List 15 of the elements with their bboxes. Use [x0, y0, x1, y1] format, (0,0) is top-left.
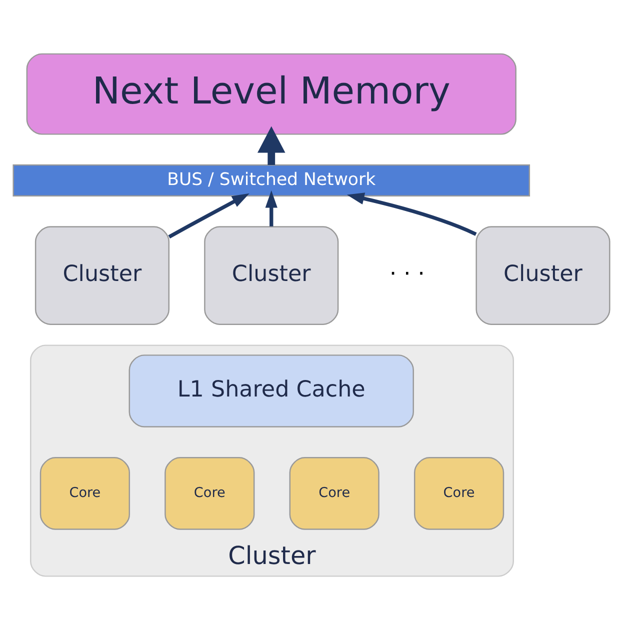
node-box: Cluster: [204, 226, 339, 324]
node-box: Core: [40, 456, 130, 530]
label: · · ·: [390, 260, 425, 286]
arrow: [257, 126, 286, 164]
node-box: Core: [289, 456, 380, 530]
node-box: L1 Shared Cache: [128, 354, 414, 427]
arrow: [346, 192, 477, 236]
node-box: BUS / Switched Network: [12, 164, 530, 196]
node-box: Next Level Memory: [26, 52, 516, 134]
arrow: [265, 190, 278, 226]
arrow: [168, 192, 250, 238]
node-box: Cluster: [476, 226, 610, 324]
node-box: Core: [164, 456, 255, 530]
node-box: Cluster: [34, 226, 170, 324]
node-box: Core: [414, 456, 504, 530]
